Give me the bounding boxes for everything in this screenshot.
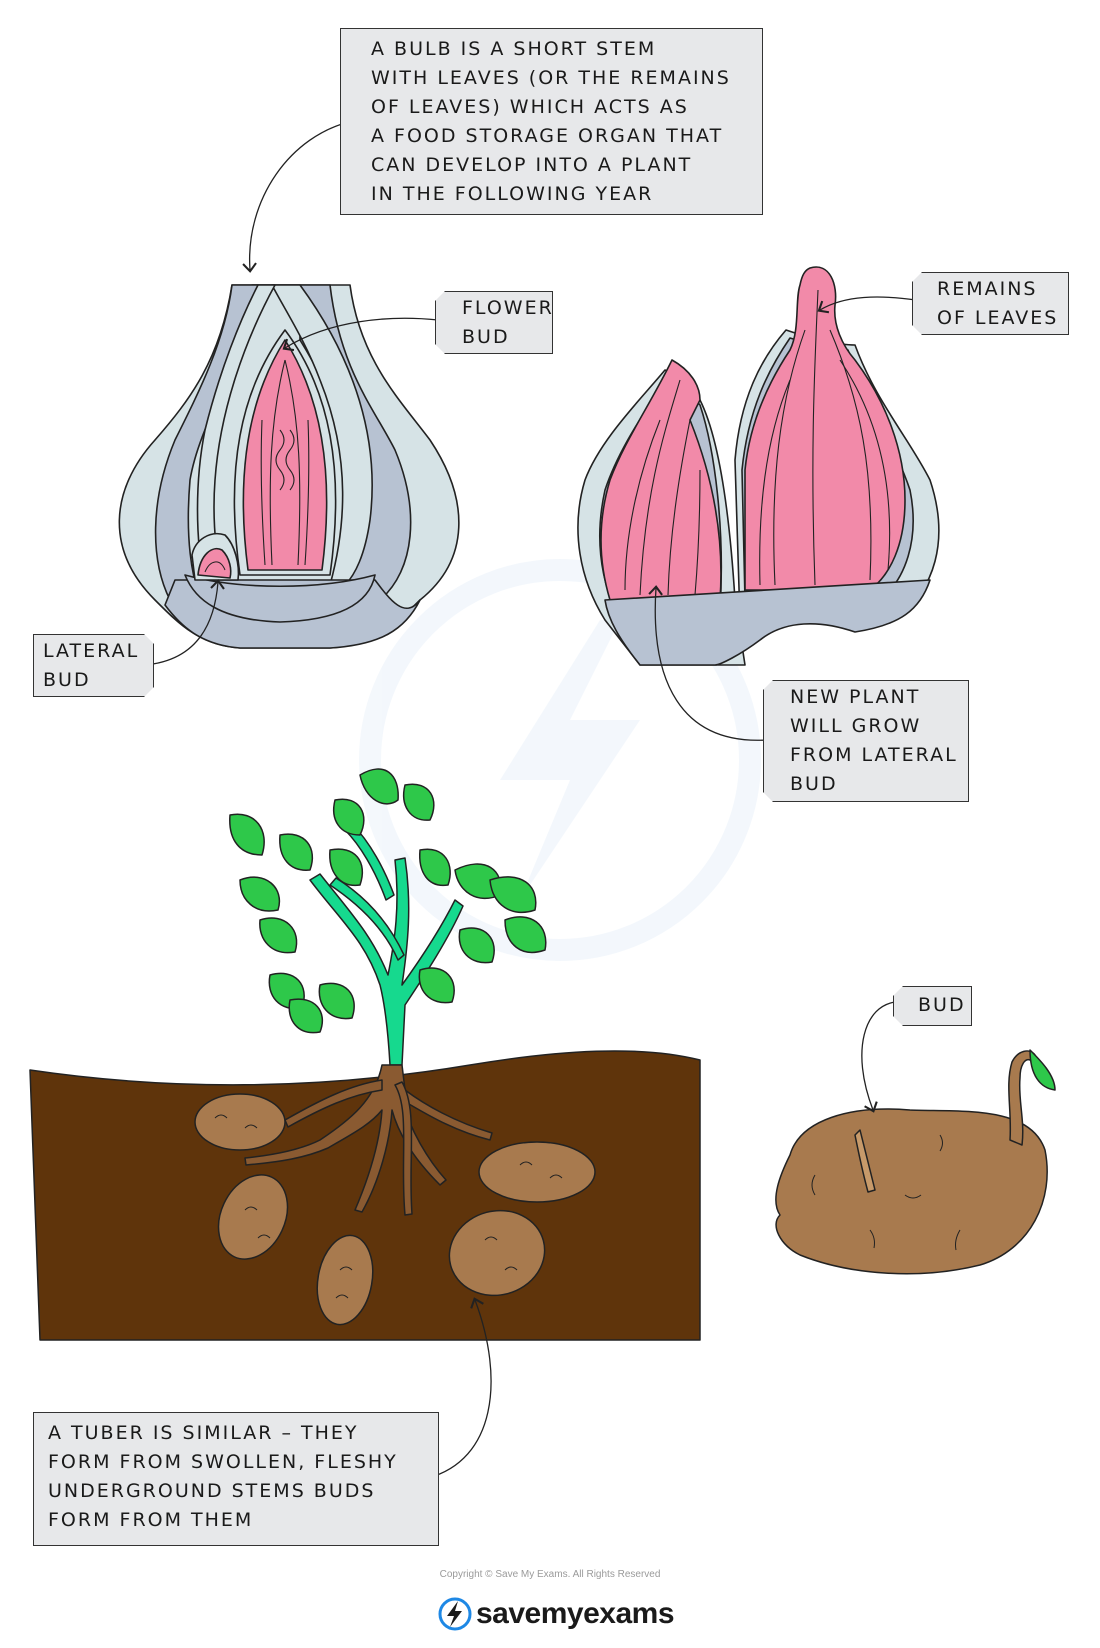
pointer-new-plant: [648, 585, 768, 741]
bulb-right: [577, 266, 940, 666]
copyright-text: Copyright © Save My Exams. All Rights Re…: [439, 1569, 661, 1580]
pointer-bud: [861, 1001, 897, 1113]
pointer-bulb-definition: [242, 120, 354, 273]
watermark-logo: [359, 559, 761, 961]
bulb-definition-box: A BULB IS A SHORT STEM WITH LEAVES (OR T…: [340, 28, 763, 215]
tuber: [478, 1141, 596, 1203]
brand-logo: savemyexams: [438, 1597, 675, 1631]
pointer-lateral-bud: [144, 579, 225, 666]
tuber: [217, 1174, 289, 1260]
pointer-lines: [144, 120, 917, 1479]
remains-of-leaves-tag: REMAINS OF LEAVES: [912, 272, 1069, 335]
lateral-bud-tag: LATERAL BUD: [33, 634, 154, 697]
pointer-tuber-definition: [427, 1297, 492, 1479]
tuber: [448, 1209, 546, 1297]
tuber: [316, 1234, 374, 1326]
brand-name: savemyexams: [476, 1597, 675, 1630]
lightning-bolt-icon: [438, 1597, 472, 1631]
pointer-remains-of-leaves: [817, 296, 917, 314]
tuber-definition-box: A TUBER IS SIMILAR – THEY FORM FROM SWOL…: [33, 1412, 439, 1546]
pointer-flower-bud: [282, 317, 439, 352]
bulb-left: [118, 284, 460, 649]
flower-bud-tag: FLOWER BUD: [435, 291, 553, 354]
potato-plant: [29, 768, 701, 1341]
new-plant-tag: NEW PLANT WILL GROW FROM LATERAL BUD: [763, 680, 969, 802]
bud-tag: BUD: [893, 986, 972, 1026]
sprouting-potato: [775, 1049, 1056, 1275]
tuber: [194, 1093, 286, 1151]
